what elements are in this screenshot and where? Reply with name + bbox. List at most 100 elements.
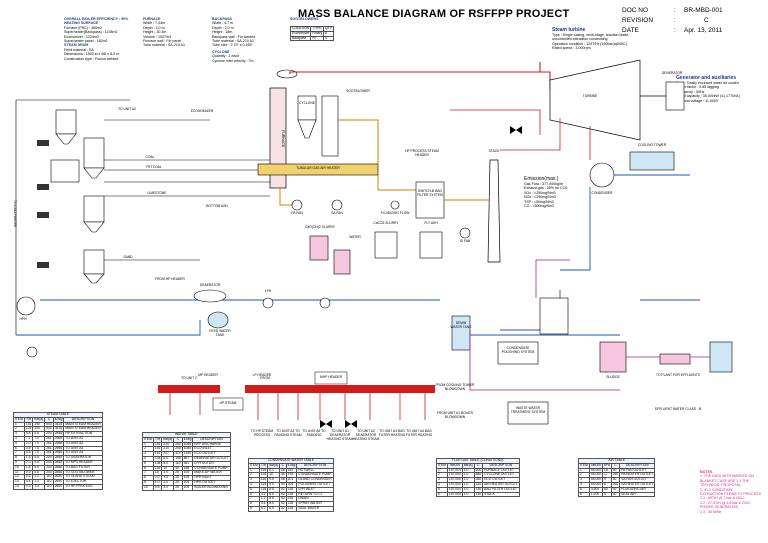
revision-label: REVISION bbox=[622, 17, 654, 24]
sa-fan bbox=[331, 199, 343, 211]
table-cell: 1.0 bbox=[461, 491, 475, 498]
bottom-destination: TO HP STEAM PROCESS bbox=[250, 429, 274, 437]
sa-fan-label: SA FAN bbox=[331, 211, 343, 215]
hp-process-steam-label: HP PROCESS STEAM HEADER bbox=[405, 149, 439, 157]
caco3-label: CaCO3 SLURRY bbox=[373, 221, 399, 225]
backpass-title: BACKPASS bbox=[212, 17, 232, 21]
turbine-line: Rated speed : 3,000rpm bbox=[552, 46, 591, 51]
truck-icons bbox=[37, 140, 49, 268]
mhp-header-box bbox=[314, 371, 348, 385]
steam-header-bar-left bbox=[158, 385, 220, 393]
generator-info-block: Generator and auxiliaries Type : Totally… bbox=[676, 76, 766, 103]
doc-no-value: BR-MBD-001 bbox=[684, 7, 723, 14]
slurry-tanks bbox=[309, 235, 351, 275]
coal-silo bbox=[55, 109, 77, 145]
note-line: 2. 41.1 CONDITION bbox=[700, 487, 733, 492]
table-cell: 25 bbox=[173, 484, 183, 491]
hp-heater bbox=[16, 296, 36, 316]
emission-line: Exhaust gas : 35% for CO2 bbox=[524, 186, 568, 191]
waste-water-box bbox=[507, 401, 549, 425]
generator-label: GENERATOR bbox=[661, 71, 683, 75]
furnace-info-block: FURNACE Width : 7.04m Depth : 4.0 m Heig… bbox=[143, 17, 203, 48]
cell: 6 bbox=[323, 35, 334, 42]
hph-label: HPH bbox=[19, 317, 27, 321]
hp-header-label: HP STEAM bbox=[219, 401, 237, 405]
to-cold-water-label: TO COLD WATER bbox=[13, 200, 17, 228]
effluent-water-label: EFFLUENT WATER CLASS : B bbox=[654, 407, 702, 411]
emission-line: TSP : <50mg/Nm3 bbox=[524, 199, 554, 204]
condenser bbox=[589, 162, 615, 188]
feed-water-tank-label: FEED WATER TANK bbox=[209, 329, 231, 337]
sootblower-label: SOOTBLOWER bbox=[346, 89, 370, 93]
heating-line: Economizer : 1225m2 bbox=[64, 34, 99, 39]
note-line: 2.2 : 27.3T/H @ 5.6 bar & 200C bbox=[700, 500, 751, 505]
lp-header-label: LP HEADER bbox=[252, 373, 272, 377]
emission-title: Emission(max.) bbox=[524, 176, 559, 182]
raw-water-tank bbox=[709, 341, 733, 373]
notes-title: NOTES bbox=[700, 470, 713, 474]
pa-fan-label: PA FAN bbox=[291, 211, 303, 215]
notes-block: NOTES 1. THE DATA WITH MARKED ON BLANKET… bbox=[700, 470, 766, 514]
generator-line: Rated capacity : 35,000kW (41,177kVA) bbox=[676, 94, 740, 99]
furnace-line: Tube material : SA-210 A1 bbox=[143, 43, 186, 48]
to-unit-a-label: TO UNIT A2 bbox=[118, 107, 136, 111]
bottom-title-left: TO UNIT 2 bbox=[181, 376, 197, 380]
note-line: POWER GENERATION bbox=[700, 505, 739, 510]
table-cell: 6 bbox=[436, 491, 448, 498]
table-cell: 218 bbox=[285, 505, 298, 512]
emission-info-block: Emission(max.) Gas Flow : 377,000kg/hr E… bbox=[524, 176, 594, 209]
petcoal-silo bbox=[83, 137, 105, 179]
bottom-destination: TO UNIT A3 TO PADDING STEAM bbox=[274, 429, 302, 437]
effluent-treatment bbox=[659, 353, 691, 365]
note-line: BLANKET CASE ARE 1:1 THE bbox=[700, 478, 750, 483]
stack-label: STACK bbox=[488, 149, 500, 153]
furnace-body bbox=[269, 87, 287, 189]
water-label: WATER bbox=[349, 235, 361, 239]
bottom-destination: TO UNIT A2 DEAERATOR HEATING STEAM bbox=[352, 429, 380, 441]
tubular-air-heater bbox=[257, 163, 379, 176]
bag-filter-label: SWITCH-B BAG FILTER SYSTEM bbox=[417, 189, 443, 197]
caco3-tank bbox=[374, 231, 398, 259]
steam-drum-line: Feed material : SA bbox=[64, 47, 94, 52]
table-cell: SEAL WATER bbox=[296, 505, 334, 512]
turbine-casing bbox=[549, 59, 641, 141]
table-cell: 3.0 bbox=[161, 484, 175, 491]
backpass-info-block: BACKPASS Width : 4.7 m Depth : 2.0 m Hei… bbox=[212, 17, 282, 63]
cyclone bbox=[297, 95, 317, 139]
id-fan-label: ID FAN bbox=[459, 239, 471, 243]
demin-water-label: DEMIN WATER TANK bbox=[450, 321, 472, 329]
emission-line: CO : <500mg/Nm3 bbox=[524, 204, 555, 209]
backpass bbox=[321, 95, 339, 157]
furnace-title: FURNACE bbox=[143, 17, 161, 21]
bag-filter bbox=[415, 181, 445, 219]
doc-meta: DOC NO:BR-MBD-001 REVISION:C DATE:Apr. 1… bbox=[622, 7, 723, 34]
backpass-line: Width : 4.7 m bbox=[212, 21, 234, 26]
economizer-label: ECONOMIZER bbox=[190, 109, 214, 113]
table-cell: 0.5 bbox=[152, 484, 163, 491]
air-heater-label: TUBULAR GAS AIR HEATER bbox=[296, 166, 340, 170]
boiler-info-block: OVERALL BOILER EFFICIENCY : 90% HEATING … bbox=[64, 17, 144, 61]
bottom-destination: TO UNIT A1 DEAERATOR HEATING STEAM bbox=[326, 429, 354, 441]
turbine-line: Operation condition : 124T/Hr (190bar(a)… bbox=[552, 41, 627, 46]
steam-drum bbox=[276, 69, 298, 79]
table-cell: SEAL AIR bbox=[619, 491, 656, 498]
furnace-line: Volume : 1007m3 bbox=[143, 34, 171, 39]
mhp-header-label: MHP HEADER bbox=[320, 375, 342, 379]
generator-line: Power factor : 0.85 lagging bbox=[676, 85, 719, 90]
cooling-tower bbox=[629, 151, 675, 171]
backpass-line: Tube material : SA-210 A1 bbox=[212, 39, 255, 44]
ash-silo bbox=[419, 231, 443, 259]
